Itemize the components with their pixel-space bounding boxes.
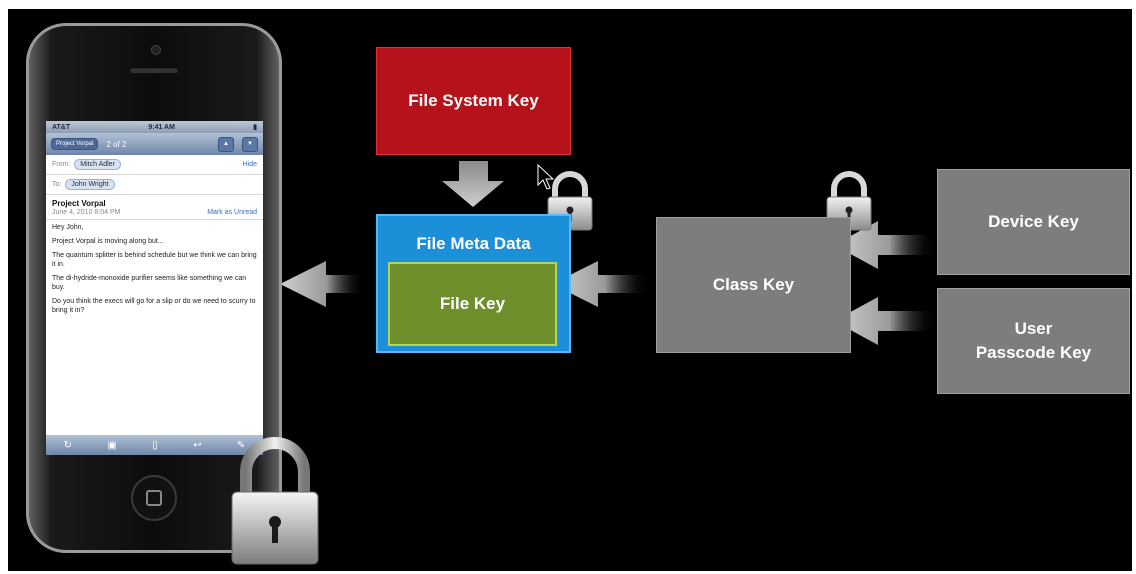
mailbox-back-button[interactable]: Project Vorpal bbox=[51, 138, 99, 150]
front-camera bbox=[151, 45, 161, 55]
mail-body-paragraph: Hey John, bbox=[52, 224, 84, 231]
user-passcode-key-line1: User bbox=[1014, 319, 1053, 338]
trash-icon[interactable]: ▯ bbox=[152, 439, 158, 451]
to-row: To: John Wright bbox=[46, 175, 263, 195]
to-label: To: bbox=[52, 181, 62, 188]
mail-body: Hey John, Project Vorpal is moving along… bbox=[46, 220, 263, 323]
mouse-cursor-icon bbox=[537, 163, 555, 190]
status-bar: AT&T 9:41 AM ▮ bbox=[46, 121, 263, 133]
file-meta-data-box: File Meta Data File Key bbox=[376, 214, 571, 353]
user-passcode-key-line2: Passcode Key bbox=[975, 343, 1092, 362]
arrow-passcode-to-classkey bbox=[834, 297, 935, 345]
mail-body-paragraph: Project Vorpal is moving along but... bbox=[52, 238, 164, 245]
home-button[interactable] bbox=[131, 475, 177, 521]
arrow-classkey-to-filekey bbox=[552, 261, 648, 307]
user-passcode-key-box: User Passcode Key bbox=[937, 288, 1130, 394]
iphone-device: AT&T 9:41 AM ▮ Project Vorpal 2 of 2 ▲ ▼… bbox=[26, 23, 282, 553]
mark-as-unread-link[interactable]: Mark as Unread bbox=[207, 209, 257, 216]
mail-date: June 4, 2010 8:04 PM bbox=[52, 209, 121, 216]
from-label: From: bbox=[52, 161, 71, 168]
from-chip[interactable]: Mitch Adler bbox=[74, 159, 121, 170]
next-message-icon[interactable]: ▼ bbox=[242, 136, 258, 152]
mail-date-row: June 4, 2010 8:04 PM Mark as Unread bbox=[46, 208, 263, 220]
arrow-fs-to-meta bbox=[442, 161, 504, 207]
battery-icon: ▮ bbox=[253, 124, 257, 131]
mail-body-paragraph: The quantum splitter is behind schedule … bbox=[52, 252, 257, 268]
move-folder-icon[interactable]: ▣ bbox=[107, 439, 117, 451]
arrow-devicekey-to-classkey bbox=[834, 221, 935, 269]
class-key-box: Class Key bbox=[656, 217, 851, 353]
carrier-label: AT&T bbox=[52, 123, 71, 131]
mail-body-paragraph: Do you think the execs will go for a sli… bbox=[52, 298, 256, 314]
refresh-icon[interactable]: ↻ bbox=[63, 439, 73, 451]
previous-message-icon[interactable]: ▲ bbox=[218, 136, 234, 152]
reply-icon[interactable]: ↩ bbox=[193, 439, 202, 451]
file-key-box: File Key bbox=[388, 262, 557, 346]
to-chip[interactable]: John Wright bbox=[65, 179, 115, 190]
file-system-key-box: File System Key bbox=[376, 47, 571, 155]
message-counter: 2 of 2 bbox=[106, 139, 127, 149]
from-row: From: Mitch Adler Hide bbox=[46, 155, 263, 175]
compose-icon[interactable]: ✎ bbox=[236, 439, 246, 451]
clock-label: 9:41 AM bbox=[148, 123, 175, 131]
mail-toolbar: ↻ ▣ ▯ ↩ ✎ bbox=[46, 435, 263, 455]
device-key-box: Device Key bbox=[937, 169, 1130, 275]
arrow-meta-to-phone bbox=[280, 261, 365, 307]
arrows-layer bbox=[280, 161, 935, 345]
diagram-canvas: File System Key File Meta Data File Key … bbox=[8, 9, 1132, 571]
phone-screen: AT&T 9:41 AM ▮ Project Vorpal 2 of 2 ▲ ▼… bbox=[46, 121, 263, 455]
mail-body-paragraph: The di-hydride-monoxide purifier seems l… bbox=[52, 275, 247, 291]
mail-nav-bar: Project Vorpal 2 of 2 ▲ ▼ bbox=[46, 133, 263, 155]
file-meta-data-label: File Meta Data bbox=[416, 234, 531, 253]
device-lock-icon bbox=[231, 437, 319, 565]
earpiece-speaker bbox=[130, 67, 178, 73]
mail-subject: Project Vorpal bbox=[52, 199, 106, 208]
hide-link[interactable]: Hide bbox=[242, 161, 257, 168]
